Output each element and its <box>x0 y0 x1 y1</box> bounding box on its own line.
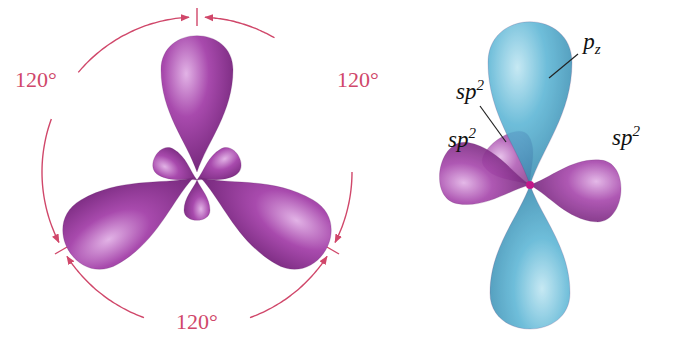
nucleus-dot <box>526 181 534 189</box>
angle-label: 120° <box>13 68 59 92</box>
hybrid-minor-lobe <box>184 180 210 220</box>
orbital-label: pz <box>583 29 600 54</box>
orbital-label: sp2 <box>448 127 476 152</box>
angle-label: 120° <box>335 68 381 92</box>
sp2-lobe <box>183 146 345 282</box>
leader-line <box>480 106 506 142</box>
orbital-label: sp2 <box>612 125 640 150</box>
angle-tick <box>196 8 197 26</box>
leader-line <box>549 54 578 78</box>
angle-label: 120° <box>174 310 220 334</box>
sp2-lobe <box>50 146 212 282</box>
orbital-label: sp2 <box>456 79 484 104</box>
sp2-lobe <box>161 36 233 172</box>
angle-arc <box>205 17 274 38</box>
angle-arc <box>42 119 59 242</box>
pz-lobe <box>490 185 570 329</box>
sp2-lobe <box>527 154 623 224</box>
angle-arc <box>335 172 352 242</box>
